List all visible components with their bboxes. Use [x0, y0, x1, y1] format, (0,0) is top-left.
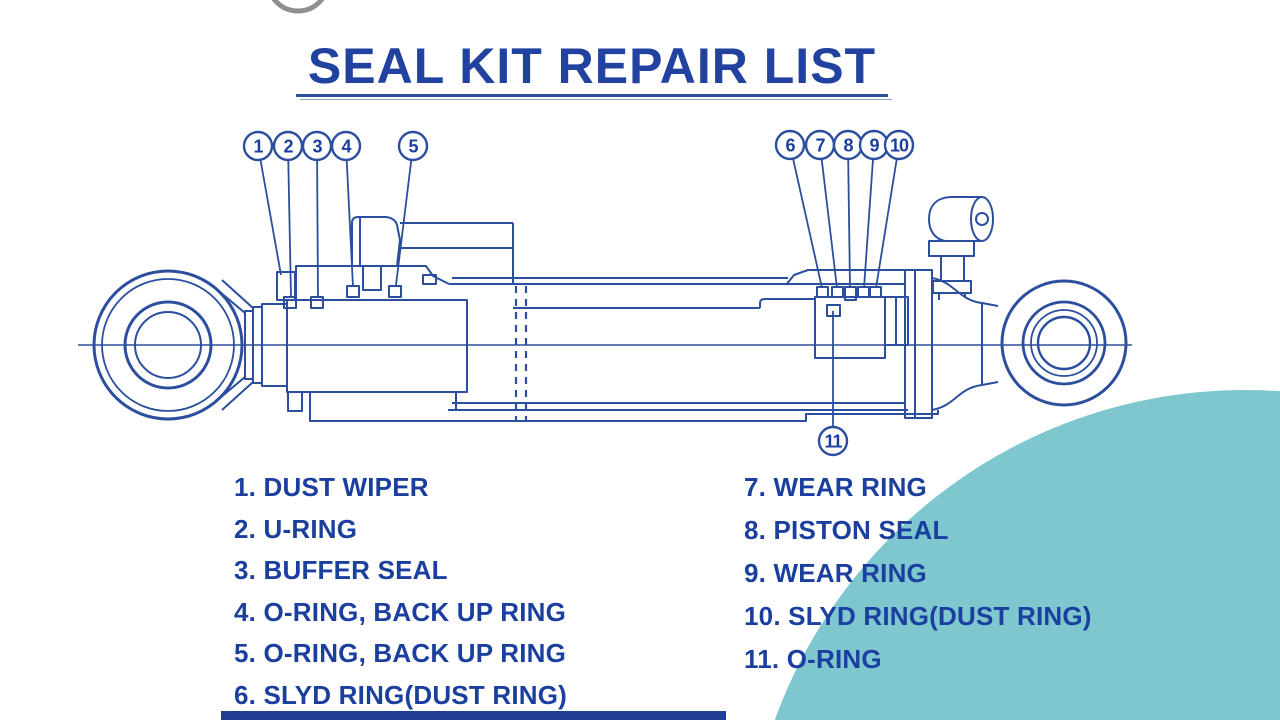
- callout-2-number: 2: [283, 137, 293, 157]
- part-item-6: 6. SLYD RING(DUST RING): [234, 679, 568, 710]
- callout-10: 10: [875, 129, 915, 289]
- callout-2-leader-line: [287, 145, 292, 298]
- callout-3-number: 3: [312, 137, 322, 157]
- cylinder-drawing: [78, 196, 1132, 422]
- callout-5-circle: [397, 130, 429, 162]
- callout-7-leader-line: [819, 144, 838, 289]
- callout-1-number: 1: [253, 137, 263, 157]
- part-item-3: 3. BUFFER SEAL: [234, 555, 448, 585]
- callout-7-number: 7: [815, 136, 825, 156]
- callout-6-number: 6: [785, 136, 795, 156]
- logo-arc: [271, 0, 325, 14]
- callout-8-leader-line: [847, 144, 851, 289]
- callout-9-number: 9: [869, 136, 879, 156]
- callout-2: 2: [272, 130, 304, 298]
- part-item-2: 2. U-RING: [234, 513, 358, 544]
- barrel: [287, 277, 939, 422]
- page-title: SEAL KIT REPAIR LIST: [307, 38, 877, 94]
- part-item-11: 11. O-RING: [744, 644, 882, 674]
- callout-3-leader-line: [316, 145, 319, 298]
- part-item-9: 9. WEAR RING: [744, 558, 927, 588]
- elbow-port-fitting: [928, 196, 994, 300]
- gland-head-assembly: [276, 216, 514, 393]
- teal-background-circle: [774, 390, 1280, 720]
- callout-5-leader-line: [395, 145, 414, 286]
- parts-list-right: 7. WEAR RING 8. PISTON SEAL 9. WEAR RING 10…: [744, 466, 1092, 681]
- callout-10-number: 10: [890, 136, 909, 156]
- callout-11-number: 11: [824, 432, 842, 452]
- callout-6-leader-line: [789, 144, 823, 289]
- callout-11-circle: [817, 425, 849, 457]
- callout-6-circle: [774, 129, 806, 161]
- callout-9: 9: [858, 129, 890, 289]
- eye-right: [1000, 279, 1128, 407]
- piston-rod: [513, 298, 815, 309]
- title-underline: [296, 94, 892, 100]
- callout-10-leader-line: [875, 144, 900, 289]
- part-item-8: 8. PISTON SEAL: [744, 515, 949, 545]
- callout-4: 4: [330, 130, 362, 288]
- callout-6: 6: [774, 129, 823, 289]
- callout-4-leader-line: [345, 145, 354, 288]
- parts-list-left: 1. DUST WIPER 2. U-RING 3. BUFFER SEAL 4. O…: [234, 467, 567, 716]
- callout-8-number: 8: [843, 136, 853, 156]
- header: SEAL KIT REPAIR LIST: [240, 40, 944, 93]
- callout-5-number: 5: [408, 137, 418, 157]
- part-item-7: 7. WEAR RING: [744, 472, 927, 502]
- callout-11: 11: [817, 311, 849, 457]
- rod-eye-left: [92, 269, 254, 421]
- part-item-1: 1. DUST WIPER: [234, 472, 429, 502]
- callout-4-circle: [330, 130, 362, 162]
- callout-1-circle: [242, 130, 274, 162]
- piston-assembly: [785, 269, 909, 359]
- callout-5: 5: [395, 130, 429, 286]
- part-item-4: 4. O-RING, BACK UP RING: [234, 596, 567, 627]
- callout-1: 1: [242, 130, 282, 276]
- callout-7: 7: [804, 129, 838, 289]
- bottom-edge-strip: [221, 711, 726, 720]
- callout-1-leader-line: [257, 145, 282, 276]
- break-lines: [514, 286, 528, 420]
- part-item-10: 10. SLYD RING(DUST RING): [744, 601, 1092, 631]
- callout-3: 3: [301, 130, 333, 298]
- callout-10-circle: [883, 129, 915, 161]
- callout-8: 8: [832, 129, 864, 289]
- callout-9-leader-line: [863, 144, 875, 289]
- part-item-5: 5. O-RING, BACK UP RING: [234, 638, 567, 668]
- callout-4-number: 4: [341, 137, 351, 157]
